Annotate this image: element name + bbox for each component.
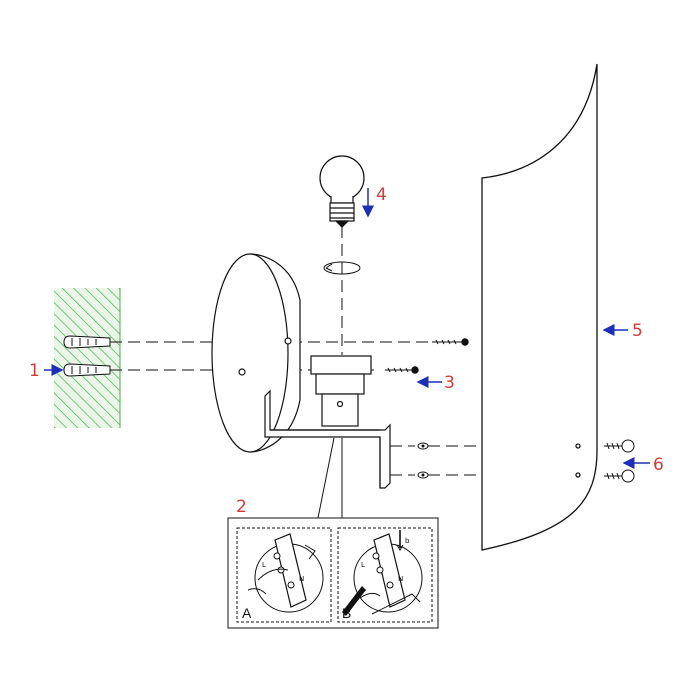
detail-inset: L N A a b L N B <box>227 517 439 629</box>
callout-3: 3 <box>444 373 455 393</box>
light-bulb <box>319 155 365 228</box>
wall-plug <box>63 363 111 377</box>
callout-2: 2 <box>236 497 247 517</box>
callout-1: 1 <box>29 361 40 381</box>
lampshade <box>481 63 598 551</box>
terminal-l-label: L <box>262 561 266 569</box>
mark-a-label: a <box>356 591 360 599</box>
callout-arrows <box>44 188 650 469</box>
screw <box>432 338 469 346</box>
knob-screw <box>604 469 635 483</box>
panel-a-label: A <box>242 605 252 621</box>
screw <box>385 366 419 374</box>
callout-5: 5 <box>632 321 643 341</box>
rotation-arrow <box>323 261 361 275</box>
wall-plug <box>63 335 111 349</box>
detail-panel-b: a b L N B <box>337 527 433 623</box>
knob-screw <box>604 439 635 453</box>
mounting-bracket <box>264 389 391 489</box>
washer <box>417 442 429 479</box>
terminal-n-label-b: N <box>398 575 403 583</box>
detail-panel-a: L N A <box>236 527 332 623</box>
mark-b-label: b <box>405 537 410 545</box>
lamp-socket <box>310 355 372 427</box>
terminal-l-label-b: L <box>361 561 365 569</box>
callout-4: 4 <box>376 185 387 205</box>
panel-b-label: B <box>342 605 351 621</box>
terminal-n-label: N <box>299 575 304 583</box>
wall <box>54 288 121 428</box>
callout-6: 6 <box>653 455 664 475</box>
wall-plate <box>211 253 301 453</box>
detail-leader <box>317 437 343 519</box>
